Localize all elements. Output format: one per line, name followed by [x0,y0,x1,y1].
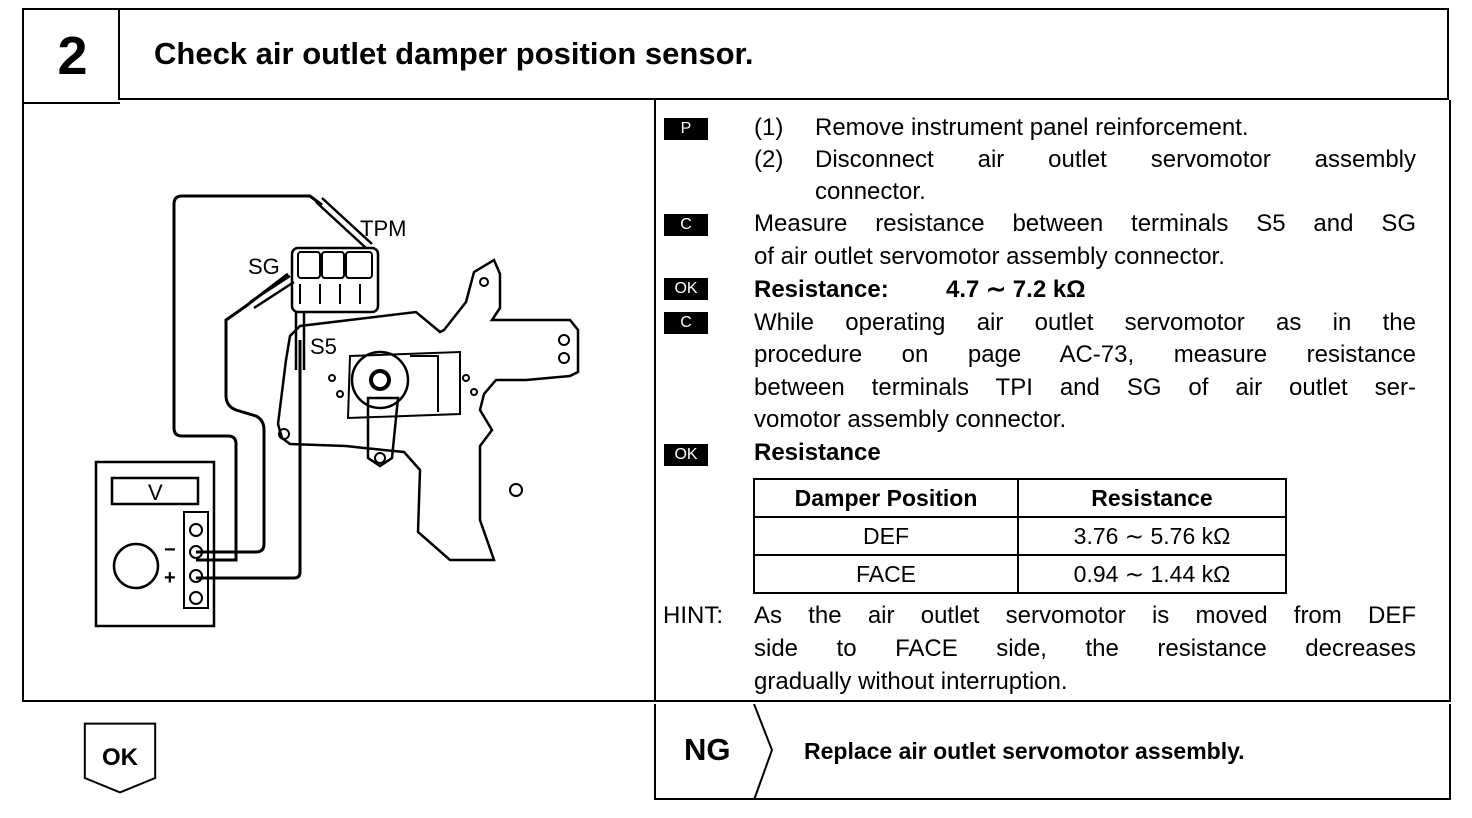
ok-badge-2: OK [664,444,708,466]
step2-text-line2: connector. [815,178,926,205]
table-cell: DEF [753,516,1019,556]
resistance-table: Damper Position Resistance DEF 3.76 ∼ 5.… [753,478,1287,594]
ok-result-arrow: OK [83,722,157,794]
c1-text-line2: of air outlet servomotor assembly connec… [754,243,1225,270]
ok-badge-1: OK [664,278,708,300]
table-row: DEF 3.76 ∼ 5.76 kΩ [753,516,1287,556]
ok-result-label: OK [102,744,139,771]
wiring-diagram: TPM SG S5 V − + [94,194,580,628]
column-header: Damper Position [753,478,1019,518]
sg-label: SG [248,254,280,279]
c2-text-line4: vomotor assembly connector. [754,406,1067,433]
table-cell: 3.76 ∼ 5.76 kΩ [1017,516,1287,556]
c-badge-2: C [664,312,708,334]
ok1-label: Resistance: [754,276,889,303]
step-number: 2 [22,8,120,104]
table-cell: FACE [753,554,1019,594]
step1-number: (1) [754,114,784,141]
step2-text-line1: Disconnect air outlet servomotor assembl… [815,146,1416,173]
table-cell: 0.94 ∼ 1.44 kΩ [1017,554,1287,594]
table-header-row: Damper Position Resistance [753,478,1287,518]
minus-terminal-label: − [164,539,176,561]
step2-number: (2) [754,146,784,173]
c2-text-line2: procedure on page AC-73, measure resista… [754,341,1416,368]
ng-result-label: NG [684,732,731,767]
voltmeter-label: V [148,480,163,505]
hint-line1: As the air outlet servomotor is moved fr… [754,602,1416,629]
content-frame [22,100,1451,702]
column-header: Resistance [1017,478,1287,518]
table-row: FACE 0.94 ∼ 1.44 kΩ [753,554,1287,594]
ok1-value: 4.7 ∼ 7.2 kΩ [946,276,1086,303]
column-divider [654,100,656,702]
p-badge: P [664,118,708,140]
ng-action-text: Replace air outlet servomotor assembly. [804,738,1245,764]
ok2-label: Resistance [754,439,881,466]
s5-label: S5 [310,334,337,359]
c1-text-line1: Measure resistance between terminals S5 … [754,210,1416,237]
ng-divider-chevron [753,704,774,800]
hint-line3: gradually without interruption. [754,668,1068,695]
plus-terminal-label: + [164,567,176,589]
tpm-label: TPM [360,216,406,241]
step1-text: Remove instrument panel reinforcement. [815,114,1249,141]
page-title: Check air outlet damper position sensor. [118,8,1449,100]
c2-text-line3: between terminals TPI and SG of air outl… [754,374,1416,401]
c-badge-1: C [664,214,708,236]
c2-text-line1: While operating air outlet servomotor as… [754,309,1416,336]
hint-label: HINT: [663,602,723,629]
hint-line2: side to FACE side, the resistance decrea… [754,635,1416,662]
ng-result-box [654,704,1451,800]
